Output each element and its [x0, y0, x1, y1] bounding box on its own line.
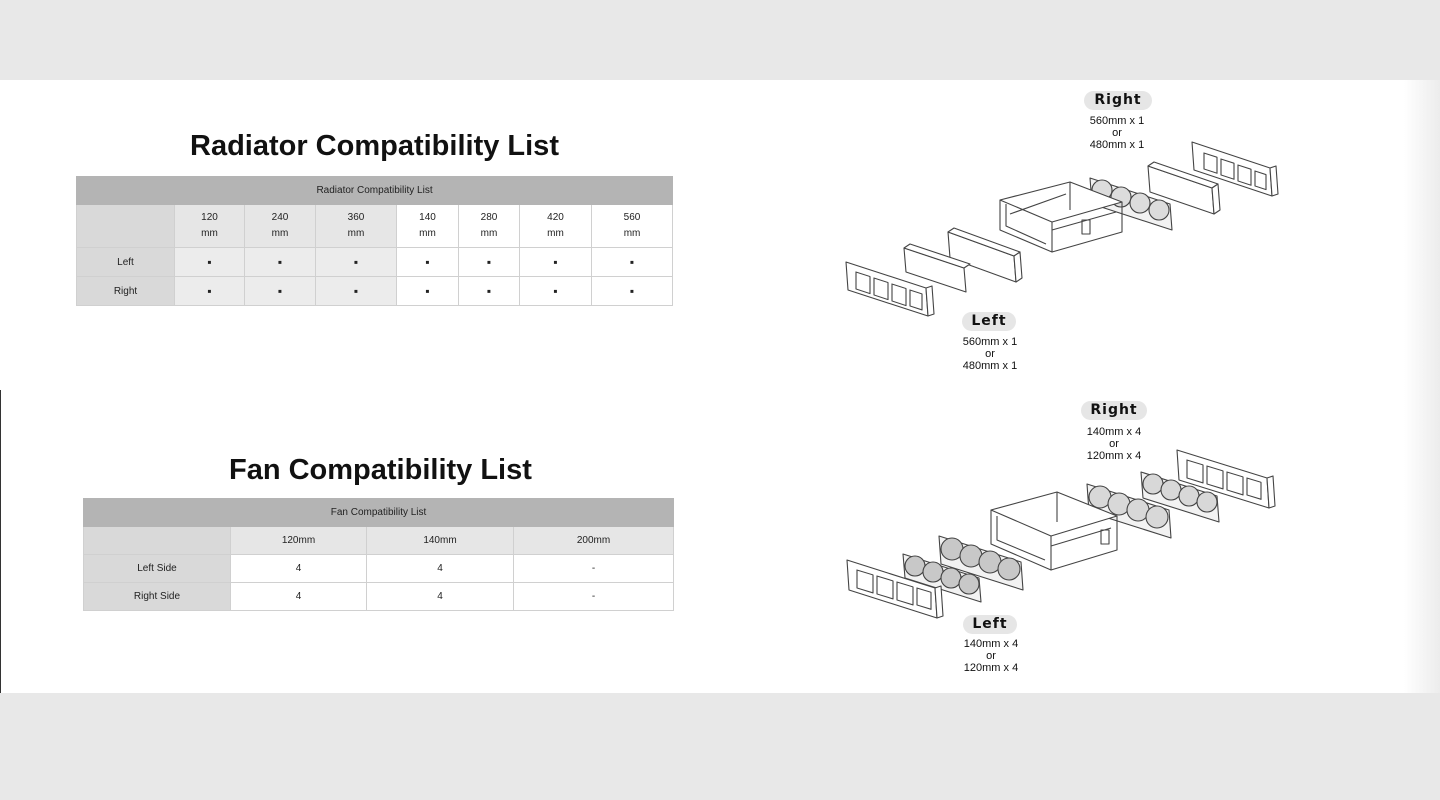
- table-cell: ▪: [396, 276, 459, 306]
- table-cell: ▪: [315, 276, 397, 306]
- row-label: Left: [76, 247, 175, 277]
- table-cell: 4: [366, 582, 514, 611]
- fan-section: Fan Compatibility List Fan Compatibility…: [0, 390, 1440, 693]
- fan-title: Fan Compatibility List: [229, 454, 532, 486]
- column-header: 140mm: [366, 526, 514, 555]
- radiator-exploded-diagram: [845, 141, 1279, 317]
- table-cell: ▪: [519, 247, 592, 277]
- right-side-spec: 140mm x 4 or 120mm x 4: [1086, 426, 1142, 462]
- column-header: 120mm: [230, 526, 367, 555]
- left-panel-frame: [845, 261, 935, 317]
- table-cell: ▪: [174, 276, 245, 306]
- table-cell: ▪: [590, 247, 674, 277]
- table-cell: ▪: [244, 247, 316, 277]
- radiator-title: Radiator Compatibility List: [190, 130, 559, 162]
- table-caption: Fan Compatibility List: [82, 498, 675, 527]
- row-label: Left Side: [83, 554, 231, 583]
- table-row: Left ▪ ▪ ▪ ▪ ▪ ▪ ▪: [76, 247, 674, 277]
- table-cell: -: [512, 582, 675, 611]
- left-side-label: Left: [962, 312, 1016, 331]
- right-fans-inner: [1086, 483, 1172, 539]
- table-cell: 4: [230, 554, 367, 583]
- row-label: Right: [76, 276, 175, 306]
- left-side-label: Left: [963, 615, 1017, 634]
- left-radiator: [947, 227, 1023, 283]
- table-corner-cell: [76, 204, 175, 248]
- chassis-frame: [999, 181, 1123, 253]
- radiator-section: Radiator Compatibility List Radiator Com…: [0, 80, 1440, 390]
- table-row: Right ▪ ▪ ▪ ▪ ▪ ▪ ▪: [76, 276, 674, 306]
- right-radiator: [1147, 161, 1221, 215]
- table-cell: 4: [366, 554, 514, 583]
- column-header: 200mm: [512, 526, 675, 555]
- panel-edge-shade: [1404, 80, 1440, 390]
- right-side-label: Right: [1081, 401, 1147, 420]
- table-caption: Radiator Compatibility List: [75, 176, 674, 205]
- right-side-label: Right: [1084, 91, 1152, 110]
- table-cell: ▪: [458, 276, 520, 306]
- right-fans-outer: [1140, 471, 1220, 523]
- row-label: Right Side: [83, 582, 231, 611]
- left-fans-inner: [938, 535, 1024, 591]
- left-side-spec: 140mm x 4 or 120mm x 4: [963, 638, 1019, 674]
- right-panel-frame: [1191, 141, 1279, 197]
- left-fan-radiator: [903, 243, 971, 293]
- table-cell: ▪: [174, 247, 245, 277]
- right-side-spec: 560mm x 1 or 480mm x 1: [1089, 115, 1145, 151]
- left-panel-frame: [846, 559, 944, 619]
- table-cell: ▪: [590, 276, 674, 306]
- chassis-frame: [990, 491, 1118, 571]
- table-row: Left Side 4 4 -: [83, 554, 675, 583]
- left-fans-outer: [902, 553, 982, 603]
- table-cell: ▪: [519, 276, 592, 306]
- table-corner-cell: [83, 526, 231, 555]
- table-cell: ▪: [396, 247, 459, 277]
- table-row: Right Side 4 4 -: [83, 582, 675, 611]
- table-cell: ▪: [244, 276, 316, 306]
- fan-exploded-diagram: [846, 449, 1276, 619]
- fan-compatibility-table: Fan Compatibility List 120mm 140mm 200mm…: [82, 498, 675, 611]
- table-cell: ▪: [458, 247, 520, 277]
- table-cell: 4: [230, 582, 367, 611]
- left-side-spec: 560mm x 1 or 480mm x 1: [962, 336, 1018, 372]
- table-header-row: 120mm 140mm 200mm: [83, 526, 675, 555]
- table-cell: ▪: [315, 247, 397, 277]
- right-panel-frame: [1176, 449, 1276, 509]
- table-cell: -: [512, 554, 675, 583]
- panel-edge-shade: [1404, 390, 1440, 693]
